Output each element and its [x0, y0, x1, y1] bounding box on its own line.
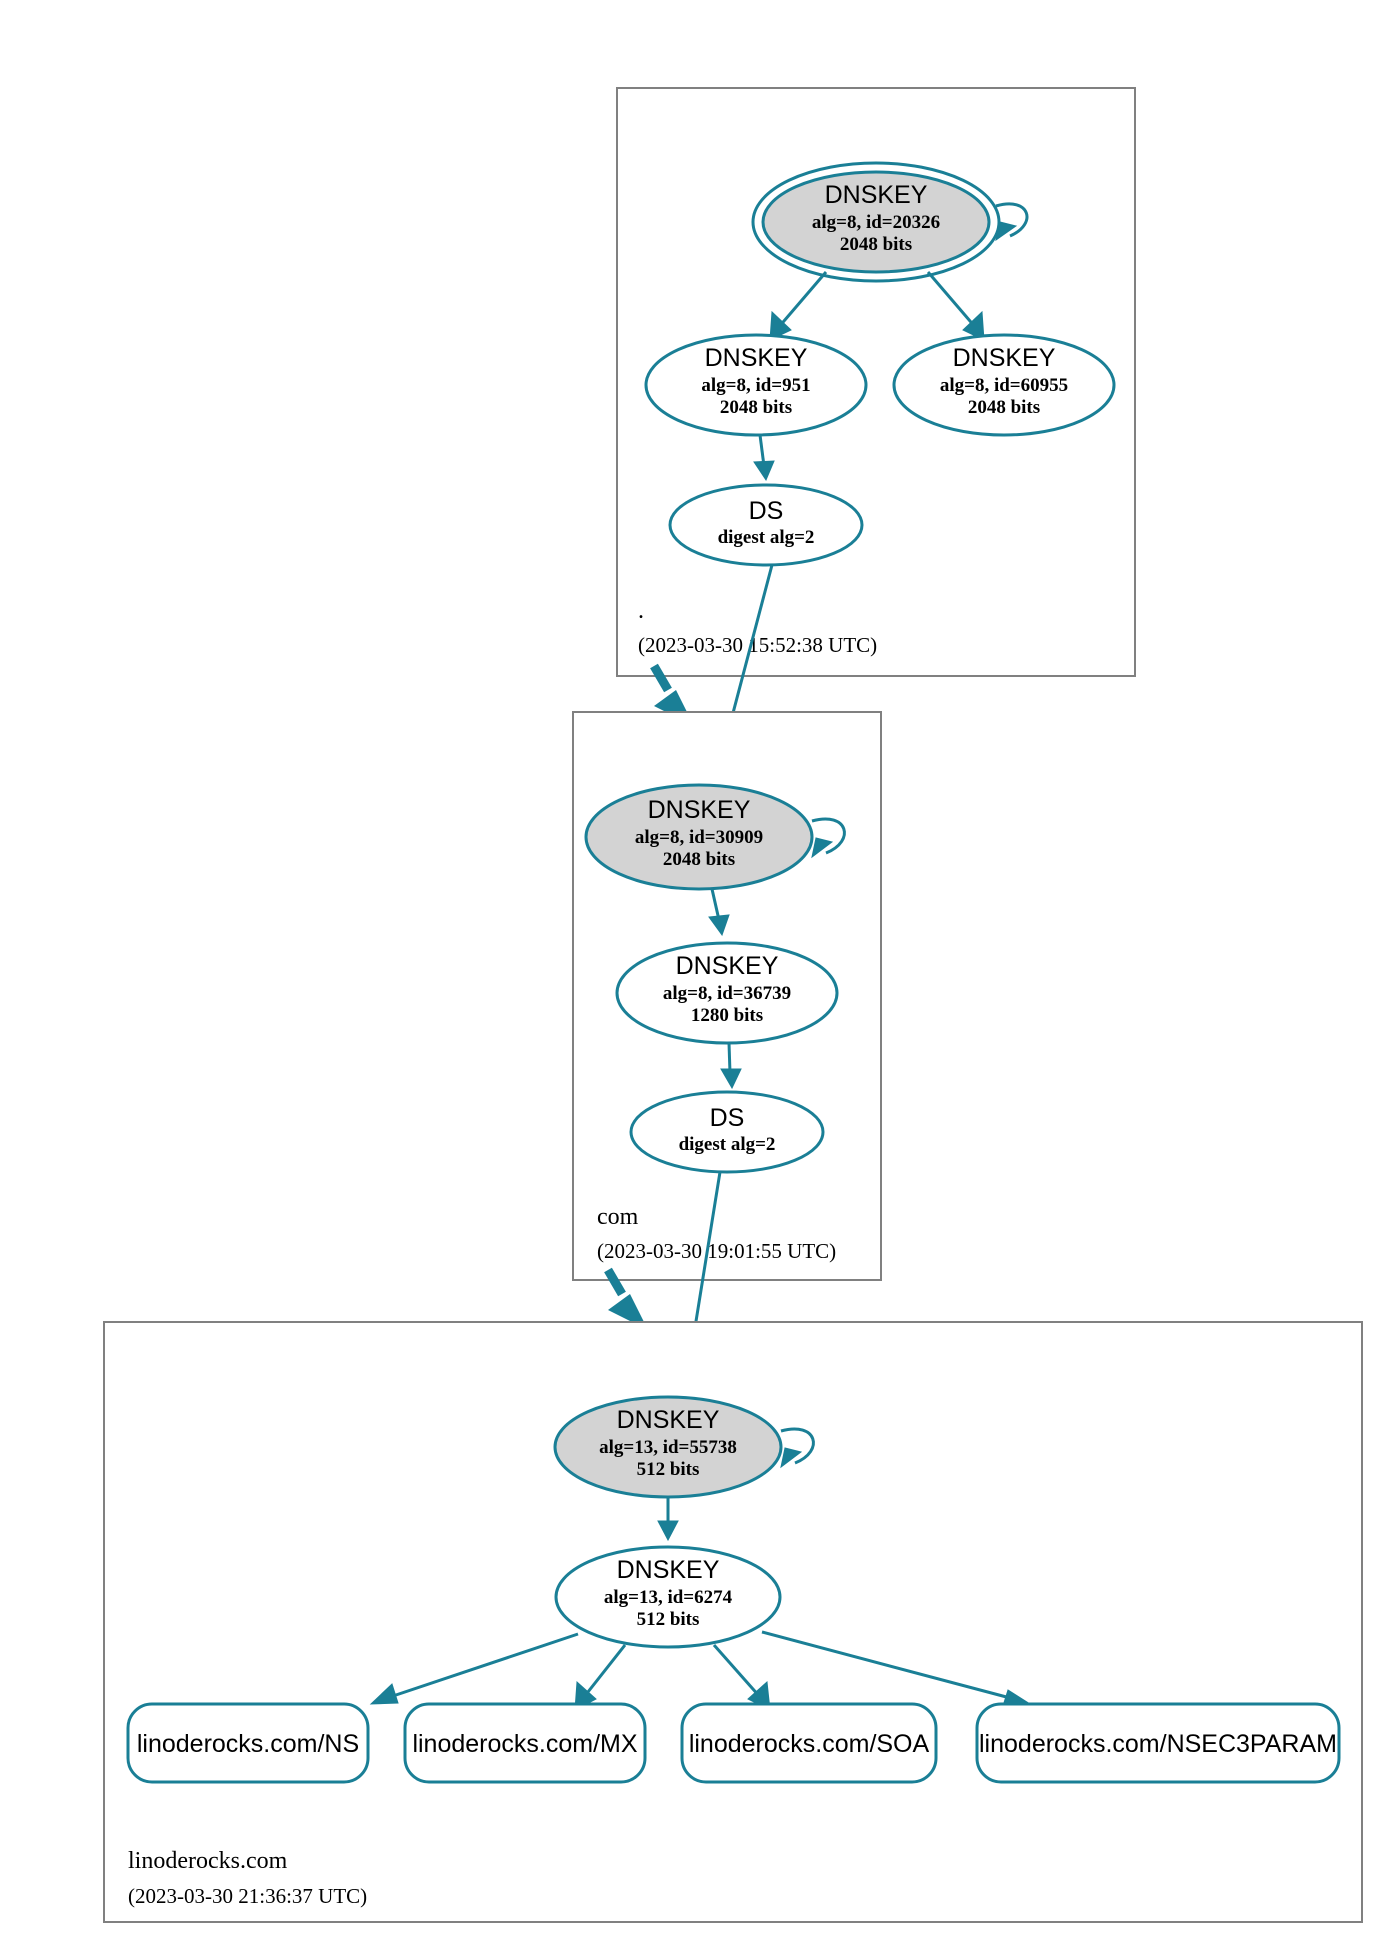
arrow-head-icon — [962, 310, 985, 341]
node-root-zsk-951[interactable]: DNSKEY alg=8, id=951 2048 bits — [644, 333, 868, 437]
node-com-ds[interactable]: DS digest alg=2 — [629, 1090, 825, 1174]
dnskey-ellipse — [615, 941, 839, 1045]
arrow-head-icon — [657, 1520, 679, 1542]
edge-path — [776, 271, 828, 329]
node-size: 2048 bits — [968, 397, 1040, 418]
zone-label-root: . — [638, 598, 644, 624]
node-params: alg=8, id=60955 — [940, 375, 1068, 396]
node-params: alg=8, id=30909 — [635, 827, 763, 848]
zone-timestamp-com: (2023-03-30 19:01:55 UTC) — [597, 1239, 836, 1263]
rrset-node-mx[interactable]: linoderocks.com/MX — [403, 1702, 647, 1784]
node-size: 512 bits — [637, 1609, 700, 1630]
edge-path — [710, 888, 721, 921]
node-title: DNSKEY — [705, 344, 808, 372]
edge-path — [712, 1644, 762, 1698]
rrset-label: linoderocks.com/NS — [137, 1730, 359, 1758]
rrset-box — [403, 1702, 647, 1784]
edge-path — [727, 1042, 732, 1074]
edge-path — [582, 1644, 627, 1698]
zone-timestamp-root: (2023-03-30 15:52:38 UTC) — [638, 633, 877, 657]
node-size: 512 bits — [637, 1459, 700, 1480]
node-size: 2048 bits — [720, 397, 792, 418]
node-params: alg=8, id=951 — [701, 375, 810, 396]
edge-path — [761, 1630, 1015, 1701]
dnskey-ellipse — [892, 333, 1116, 437]
edge-path — [926, 271, 978, 329]
arrow-head-icon — [811, 837, 834, 859]
arrow-head-icon — [995, 221, 1018, 242]
rrset-label: linoderocks.com/NSEC3PARAM — [979, 1730, 1337, 1758]
node-title: DNSKEY — [648, 796, 751, 824]
node-title: DS — [749, 497, 784, 525]
self-loop-path — [811, 817, 846, 855]
node-title: DNSKEY — [617, 1406, 720, 1434]
arrow-head-icon — [720, 1068, 742, 1090]
edge-root-ksk-to-zsk60955 — [926, 271, 985, 341]
self-loop-path — [780, 1427, 815, 1465]
node-title: DNSKEY — [825, 181, 928, 209]
node-title: DS — [710, 1104, 745, 1132]
ds-ellipse — [668, 483, 864, 567]
node-root-ds[interactable]: DS digest alg=2 — [668, 483, 864, 567]
node-size: 2048 bits — [663, 849, 735, 870]
edge-lr-ksk-to-zsk — [657, 1497, 679, 1542]
node-lr-ksk-55738[interactable]: DNSKEY alg=13, id=55738 512 bits — [553, 1395, 783, 1499]
self-signature-loop-com-ksk — [811, 817, 846, 859]
node-com-zsk-36739[interactable]: DNSKEY alg=8, id=36739 1280 bits — [615, 941, 839, 1045]
dnskey-ellipse — [644, 333, 868, 437]
self-loop-path — [995, 202, 1029, 238]
node-params: alg=8, id=20326 — [812, 212, 940, 233]
node-title: DNSKEY — [953, 344, 1056, 372]
node-params: digest alg=2 — [718, 527, 815, 548]
trust-arrow-shaft — [604, 1267, 626, 1297]
dnskey-ellipse — [584, 783, 814, 891]
edge-lr-zsk-to-ns — [369, 1632, 579, 1705]
ds-ellipse — [629, 1090, 825, 1174]
self-signature-loop-root-ksk — [995, 202, 1029, 242]
node-title: DNSKEY — [676, 952, 779, 980]
self-signature-loop-lr-ksk — [780, 1427, 815, 1469]
node-lr-zsk-6274[interactable]: DNSKEY alg=13, id=6274 512 bits — [554, 1545, 782, 1649]
node-title: DNSKEY — [617, 1556, 720, 1584]
edge-root-zsk951-to-ds — [753, 434, 775, 482]
node-params: alg=8, id=36739 — [663, 983, 791, 1004]
rrset-label: linoderocks.com/SOA — [689, 1730, 930, 1758]
rrset-node-ns[interactable]: linoderocks.com/NS — [126, 1702, 370, 1784]
dnskey-ellipse — [761, 170, 991, 274]
trust-anchor-outer-ring — [751, 161, 1001, 283]
rrset-label: linoderocks.com/MX — [412, 1730, 637, 1758]
edge-path — [386, 1632, 579, 1700]
edge-com-zsk-to-ds — [720, 1042, 742, 1090]
zone-cluster-linoderocks: DNSKEY alg=13, id=55738 512 bits DNSKEY … — [103, 1321, 1363, 1923]
rrset-box — [975, 1702, 1341, 1784]
node-size: 2048 bits — [840, 234, 912, 255]
rrset-box — [680, 1702, 938, 1784]
node-root-zsk-60955[interactable]: DNSKEY alg=8, id=60955 2048 bits — [892, 333, 1116, 437]
zone-cluster-root: DNSKEY alg=8, id=20326 2048 bits — [616, 87, 1136, 677]
arrow-head-icon — [780, 1447, 803, 1469]
zone-timestamp-linoderocks: (2023-03-30 21:36:37 UTC) — [128, 1884, 367, 1908]
edge-path — [758, 434, 766, 467]
rrset-node-nsec3param[interactable]: linoderocks.com/NSEC3PARAM — [975, 1702, 1341, 1784]
node-params: alg=13, id=6274 — [604, 1587, 733, 1608]
zone-cluster-com: DNSKEY alg=8, id=30909 2048 bits DNSKEY … — [572, 711, 882, 1281]
node-com-ksk-30909[interactable]: DNSKEY alg=8, id=30909 2048 bits — [584, 783, 814, 891]
zone-label-com: com — [597, 1204, 639, 1230]
arrow-head-icon — [708, 914, 730, 937]
arrow-head-icon — [369, 1683, 399, 1705]
node-params: digest alg=2 — [679, 1134, 776, 1155]
zone-label-linoderocks: linoderocks.com — [128, 1848, 288, 1874]
arrow-head-icon — [753, 460, 775, 482]
edge-com-ksk-to-zsk — [708, 888, 730, 937]
rrset-box — [126, 1702, 370, 1784]
node-size: 1280 bits — [691, 1005, 763, 1026]
node-root-ksk-20326[interactable]: DNSKEY alg=8, id=20326 2048 bits — [751, 161, 1001, 283]
node-params: alg=13, id=55738 — [599, 1437, 737, 1458]
trust-arrow-shaft — [650, 663, 672, 693]
rrset-node-soa[interactable]: linoderocks.com/SOA — [680, 1702, 938, 1784]
dnskey-ellipse — [554, 1545, 782, 1649]
